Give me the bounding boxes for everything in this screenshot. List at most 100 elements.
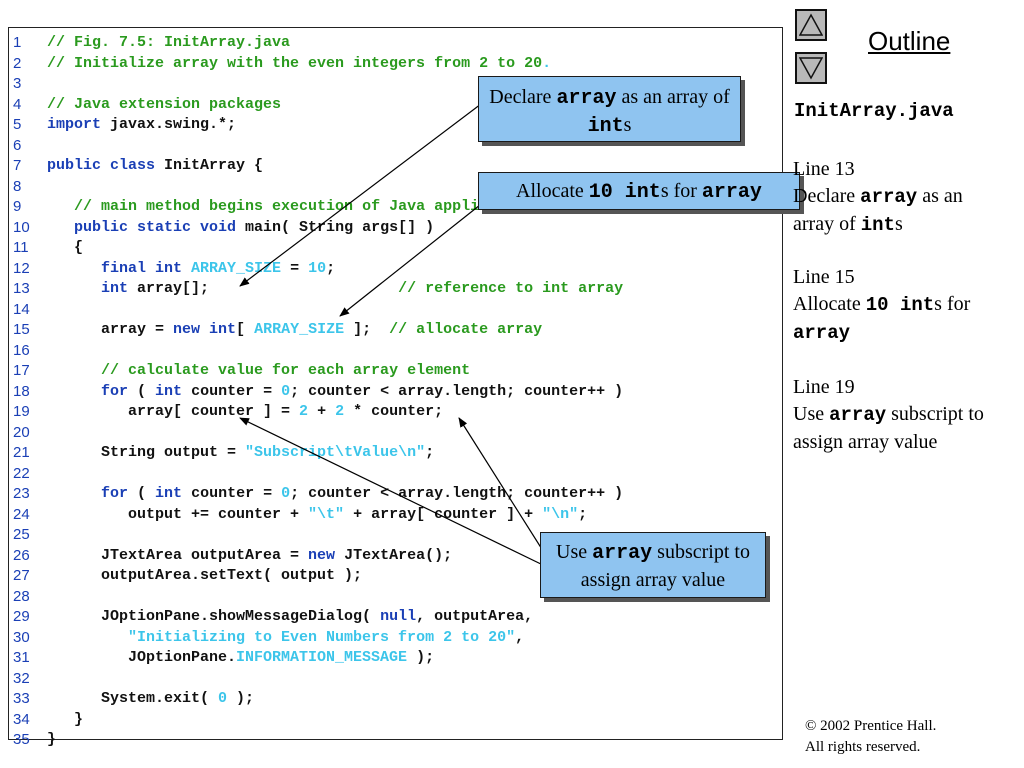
line-number: 31: [13, 649, 30, 666]
copyright-text: 2002 Prentice Hall.: [816, 718, 937, 734]
code-token: "Initializing to Even Numbers from 2 to …: [128, 628, 516, 646]
code-line: 21 String output = "Subscript\tValue\n";: [9, 443, 784, 464]
code-token: // Fig. 7.5: InitArray.java: [47, 34, 291, 51]
callout-text: subscript to assign array value: [580, 541, 750, 591]
code-token: 2: [299, 403, 309, 420]
outline-link[interactable]: Outline: [868, 26, 951, 56]
code-token: .: [542, 54, 552, 72]
line-number: 11: [13, 239, 29, 256]
code-token: JTextArea outputArea =: [47, 546, 309, 564]
code-token: int: [101, 280, 129, 297]
code-token: [47, 198, 74, 215]
code-token: ; counter < array.length; counter++ ): [290, 382, 624, 400]
code-line: 20: [9, 423, 784, 444]
code-token: + array[ counter ] +: [344, 505, 543, 523]
code-line: 6: [9, 136, 784, 157]
code-text: {: [47, 238, 83, 259]
callout-allocate-array: Allocate 10 ints for array: [478, 172, 800, 210]
code-token: counter =: [182, 382, 282, 400]
code-line: 18 for ( int counter = 0; counter < arra…: [9, 382, 784, 403]
code-token: [: [236, 321, 255, 338]
callout-code: array: [592, 542, 653, 565]
line-number: 28: [13, 587, 30, 605]
code-text: JOptionPane.showMessageDialog( null, out…: [47, 607, 533, 628]
code-text: public static void main( String args[] ): [47, 218, 434, 239]
code-token: main( String args[] ): [236, 218, 435, 236]
code-line: 22: [9, 464, 784, 485]
line-number: 15: [13, 321, 30, 338]
line-number: 19: [13, 403, 30, 420]
note-text-part: s for: [934, 293, 971, 315]
code-token: [47, 383, 101, 400]
line-number: 24: [13, 505, 30, 523]
line-number: 13: [13, 280, 30, 297]
line-number: 14: [13, 300, 30, 318]
code-token: // Java extension packages: [47, 95, 282, 113]
note-code: array: [829, 404, 887, 426]
code-token: // Initialize array with the even intege…: [47, 54, 543, 72]
code-line: 25: [9, 525, 784, 546]
code-token: (: [128, 382, 156, 400]
code-token: 0: [281, 382, 291, 400]
next-slide-button[interactable]: [795, 52, 827, 84]
code-token: 2: [335, 403, 345, 420]
note-line-label: Line 13: [793, 158, 855, 180]
code-token: // allocate array: [389, 321, 543, 338]
code-line: 19 array[ counter ] = 2 + 2 * counter;: [9, 402, 784, 423]
callout-code: 10 int: [588, 181, 661, 204]
line-number: 26: [13, 546, 30, 564]
callout-text: as an array of: [616, 86, 730, 108]
copyright-line-2: All rights reserved.: [805, 739, 921, 755]
line-number: 6: [13, 136, 22, 154]
code-line: 8: [9, 177, 784, 198]
line-number: 22: [13, 464, 30, 482]
code-line: 34 }: [9, 710, 784, 731]
note-code: array: [860, 186, 918, 208]
code-line: 12 final int ARRAY_SIZE = 10;: [9, 259, 784, 280]
note-text-part: subscript to assign array value: [793, 403, 984, 453]
code-token: [47, 362, 101, 379]
code-text: output += counter + "\t" + array[ counte…: [47, 505, 587, 526]
code-token: new int: [173, 321, 237, 338]
callout-code: int: [587, 115, 624, 138]
code-line: 35}: [9, 730, 784, 751]
code-token: 0: [281, 485, 291, 502]
line-number: 3: [13, 75, 22, 92]
code-text: array[ counter ] = 2 + 2 * counter;: [47, 402, 443, 423]
code-token: InitArray {: [155, 157, 264, 174]
previous-slide-button[interactable]: [795, 9, 827, 41]
code-token: , outputArea,: [416, 608, 534, 625]
code-text: for ( int counter = 0; counter < array.l…: [47, 484, 623, 505]
code-line: 16: [9, 341, 784, 362]
code-text: JOptionPane.INFORMATION_MESSAGE );: [47, 648, 434, 669]
code-token: JOptionPane.showMessageDialog(: [47, 608, 381, 625]
code-token: INFORMATION_MESSAGE: [236, 649, 408, 666]
code-token: public class: [47, 157, 156, 174]
code-line: 30 "Initializing to Even Numbers from 2 …: [9, 628, 784, 649]
code-token: // reference to int array: [398, 280, 624, 297]
line-number: 20: [13, 423, 30, 441]
code-token: ARRAY_SIZE: [254, 321, 345, 338]
copyright-icon: ©: [805, 718, 817, 734]
code-token: counter =: [182, 485, 282, 502]
line-number: 34: [13, 710, 30, 728]
code-token: [47, 629, 128, 646]
line-number: 7: [13, 157, 22, 174]
copyright-line-1: © 2002 Prentice Hall.: [805, 716, 936, 737]
code-line: 14: [9, 300, 784, 321]
code-token: JOptionPane.: [47, 649, 237, 666]
note-text-part: Declare: [793, 185, 861, 207]
callout-declare-array: Declare array as an array of ints: [478, 76, 741, 142]
code-text: outputArea.setText( output );: [47, 566, 362, 587]
code-token: "\t": [308, 505, 345, 523]
code-token: [47, 280, 101, 297]
code-line: 15 array = new int[ ARRAY_SIZE ]; // all…: [9, 320, 784, 341]
code-text: "Initializing to Even Numbers from 2 to …: [47, 628, 524, 649]
callout-text: s: [623, 114, 632, 136]
code-token: final int: [101, 259, 183, 277]
code-token: ;: [425, 444, 435, 461]
note-line-19: Line 19 Use array subscript to assign ar…: [793, 374, 1003, 456]
code-text: public class InitArray {: [47, 156, 263, 177]
triangle-down-icon: [799, 57, 823, 80]
code-line: 32: [9, 669, 784, 690]
